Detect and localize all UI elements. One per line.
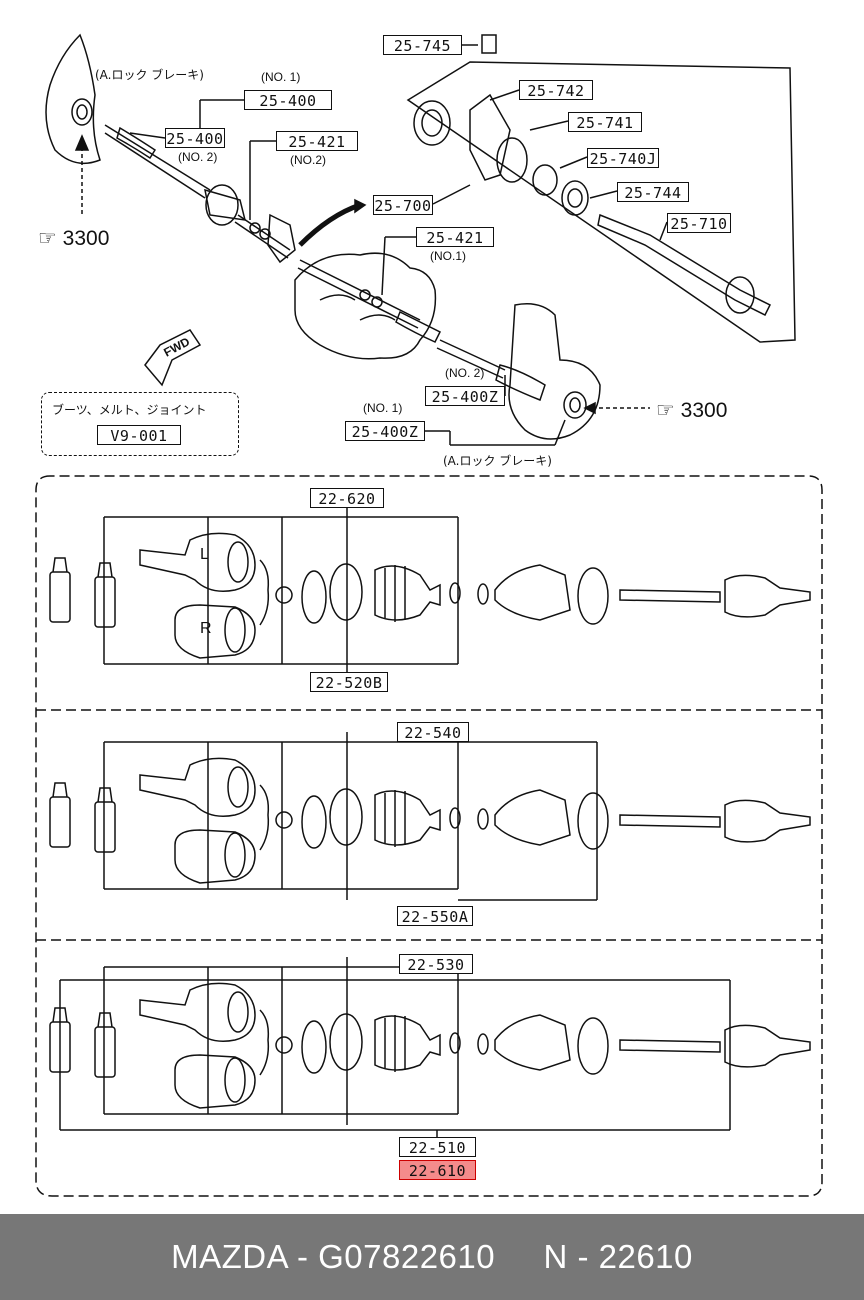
callout-22-540[interactable]: 22-540 [397, 722, 469, 742]
ref-3300-right[interactable]: ☞ 3300 [656, 399, 728, 422]
note-lock-brake-top: (A.ロック ブレーキ) [95, 68, 204, 82]
note-no2-b: (NO.2) [290, 153, 326, 167]
callout-22-610-highlighted[interactable]: 22-610 [399, 1160, 476, 1180]
joint-right-letter: R [200, 620, 212, 637]
callout-25-710[interactable]: 25-710 [667, 213, 731, 233]
callout-25-400Z-no2[interactable]: 25-400Z [425, 386, 505, 406]
parts-diagram: 25-745 25-742 25-741 25-740J 25-744 25-7… [35, 33, 823, 1197]
callout-25-741[interactable]: 25-741 [568, 112, 642, 132]
footer-bar: MAZDA - G07822610 N - 22610 [0, 1214, 864, 1300]
ref-3300-left[interactable]: ☞ 3300 [38, 227, 110, 250]
note-no1-b: (NO.1) [430, 249, 466, 263]
callout-22-550A[interactable]: 22-550A [397, 906, 473, 926]
callout-22-510[interactable]: 22-510 [399, 1137, 476, 1157]
callout-25-421-no2[interactable]: 25-421 [276, 131, 358, 151]
footer-part-number: MAZDA - G07822610 N - 22610 [171, 1238, 693, 1275]
callout-25-400-no1[interactable]: 25-400 [244, 90, 332, 110]
boot-note-box: ブーツ、メルト、ジョイント V9-001 [41, 392, 239, 456]
callout-22-520B[interactable]: 22-520B [310, 672, 388, 692]
note-lock-brake-bottom: (A.ロック ブレーキ) [443, 454, 552, 468]
diagram-drawing [35, 33, 823, 1197]
callout-25-744[interactable]: 25-744 [617, 182, 689, 202]
callout-25-700[interactable]: 25-700 [373, 195, 433, 215]
callout-25-400Z-no1[interactable]: 25-400Z [345, 421, 425, 441]
callout-V9-001[interactable]: V9-001 [97, 425, 181, 445]
note-no1-c: (NO. 1) [363, 401, 403, 415]
callout-22-620[interactable]: 22-620 [310, 488, 384, 508]
note-no1-a: (NO. 1) [261, 70, 301, 84]
callout-25-421-no1[interactable]: 25-421 [416, 227, 494, 247]
callout-25-400-no2[interactable]: 25-400 [165, 128, 225, 148]
callout-25-745[interactable]: 25-745 [383, 35, 462, 55]
boot-note-text: ブーツ、メルト、ジョイント [52, 403, 207, 417]
note-no2-a: (NO. 2) [178, 150, 218, 164]
callout-25-742[interactable]: 25-742 [519, 80, 593, 100]
callout-25-740J[interactable]: 25-740J [587, 148, 659, 168]
joint-left-letter: L [200, 546, 209, 563]
callout-22-530[interactable]: 22-530 [399, 954, 473, 974]
note-no2-c: (NO. 2) [445, 366, 485, 380]
